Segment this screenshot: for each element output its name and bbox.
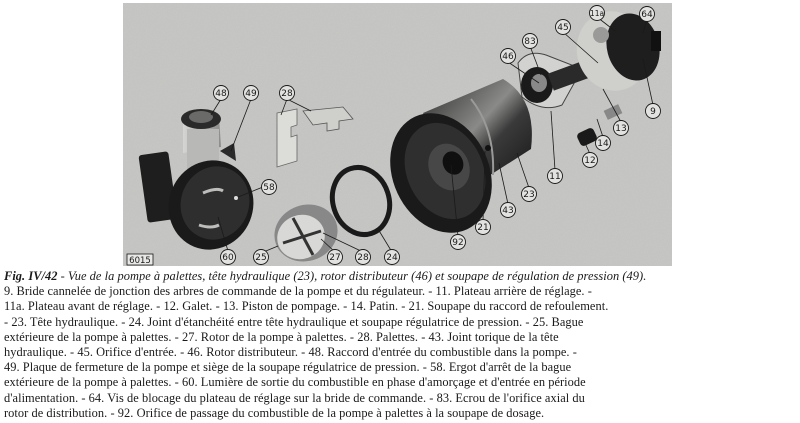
callout-92: 92: [450, 234, 466, 250]
callout-64: 64: [639, 6, 655, 22]
callout-circle: [450, 234, 466, 250]
callout-number: 13: [615, 124, 626, 134]
callout-circle: [355, 249, 371, 265]
hydraulic-head: [390, 79, 532, 233]
callout-circle: [613, 120, 629, 136]
leader-lines: [210, 16, 654, 254]
callout-number: 92: [452, 238, 463, 248]
caption-line: 9. Bride cannelée de jonction des arbres…: [4, 284, 592, 299]
callout-circle: [253, 249, 269, 265]
callout-number: 23: [523, 190, 534, 200]
caption-title: Fig. IV/42 - Vue de la pompe à palettes,…: [4, 269, 798, 284]
roller-and-shoe: [577, 104, 623, 146]
callout-number: 60: [222, 253, 234, 263]
callout-circle: [645, 103, 661, 119]
callout-number: 45: [557, 23, 568, 33]
callout-14: 14: [595, 135, 611, 151]
callout-circle: [500, 48, 516, 64]
callout-13: 13: [613, 120, 629, 136]
callout-circle: [500, 202, 516, 218]
callout-circle: [475, 219, 491, 235]
callout-49: 49: [243, 85, 259, 101]
caption-line: - 23. Tête hydraulique. - 24. Joint d'ét…: [4, 314, 584, 329]
callout-circle: [327, 249, 343, 265]
callout-28: 28: [279, 85, 295, 101]
callout-number: 28: [281, 89, 293, 99]
callout-24: 24: [384, 249, 400, 265]
callout-circle: [555, 19, 571, 35]
callout-circle: [595, 135, 611, 151]
callout-83: 83: [522, 33, 538, 49]
callout-number: 43: [502, 206, 513, 216]
callout-number: 24: [386, 253, 398, 263]
callout-circle: [220, 249, 236, 265]
callout-12: 12: [582, 152, 598, 168]
callout-circle: [547, 168, 563, 184]
callout-21: 21: [475, 219, 491, 235]
caption-line: 49. Plaque de fermeture de la pompe et s…: [4, 360, 572, 375]
callout-27: 27: [327, 249, 343, 265]
caption-line: d'alimentation. - 64. Vis de blocage du …: [4, 390, 585, 405]
callout-25: 25: [253, 249, 269, 265]
caption-line: extérieure de la pompe à palettes. - 60.…: [4, 375, 586, 390]
callout-number: 58: [263, 183, 275, 193]
callout-circle: [261, 179, 277, 195]
callout-58: 58: [261, 179, 277, 195]
callout-11: 11: [547, 168, 563, 184]
callout-circle: [582, 152, 598, 168]
caption-line: hydraulique. - 45. Orifice d'entrée. - 4…: [4, 345, 577, 360]
plate-number: 6015: [126, 253, 154, 266]
callout-number: 9: [650, 107, 656, 117]
caption-line: 11a. Plateau avant de réglage. - 12. Gal…: [4, 299, 609, 314]
callout-46: 46: [500, 48, 516, 64]
callout-number: 83: [524, 37, 535, 47]
callout-45: 45: [555, 19, 571, 35]
callout-number: 25: [255, 253, 266, 263]
vane-pump-ring: [274, 204, 338, 262]
figure-label: Fig. IV/42: [4, 269, 58, 283]
callout-circle: [243, 85, 259, 101]
callout-number: 46: [502, 52, 514, 62]
regulator-body: [138, 109, 254, 250]
callout-circle: [522, 33, 538, 49]
callout-circle: [213, 85, 229, 101]
callout-number: 12: [584, 156, 595, 166]
callout-circle: [639, 6, 655, 22]
callout-9: 9: [645, 103, 661, 119]
callout-number: 49: [245, 89, 257, 99]
callout-number: 11a: [590, 9, 604, 18]
callout-23: 23: [521, 186, 537, 202]
figure-caption: Fig. IV/42 - Vue de la pompe à palettes,…: [4, 269, 798, 421]
callout-number: 64: [641, 10, 653, 20]
callout-circle: [589, 5, 605, 21]
callout-43: 43: [500, 202, 516, 218]
callout-circle: [521, 186, 537, 202]
callout-48: 48: [213, 85, 229, 101]
callout-number: 48: [215, 89, 227, 99]
callout-number: 27: [329, 253, 340, 263]
callout-28: 28: [355, 249, 371, 265]
callout-number: 11: [549, 172, 560, 182]
callout-11a: 11a: [589, 5, 605, 21]
callout-number: 14: [597, 139, 609, 149]
plate-number-text: 6015: [129, 256, 151, 266]
caption-title-text: - Vue de la pompe à palettes, tête hydra…: [57, 269, 647, 283]
seal-ring: [329, 165, 393, 237]
callout-number: 28: [357, 253, 369, 263]
callout-circle: [384, 249, 400, 265]
vanes: [276, 106, 354, 168]
callout-number: 21: [477, 223, 488, 233]
caption-line: rotor de distribution. - 92. Orifice de …: [4, 405, 545, 420]
caption-line: extérieure de la pompe à palettes. - 27.…: [4, 329, 559, 344]
callout-circle: [279, 85, 295, 101]
callout-60: 60: [220, 249, 236, 265]
